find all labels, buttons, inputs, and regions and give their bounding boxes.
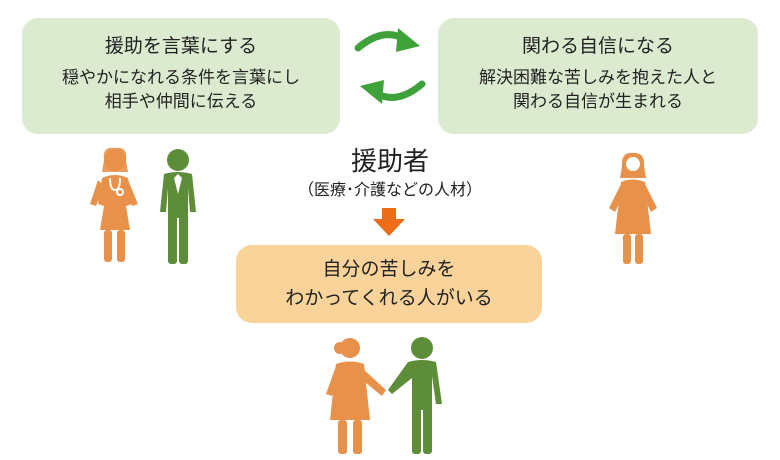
understood-text-line: わかってくれる人がいる [285, 287, 493, 309]
helper-title: 援助者 [350, 147, 429, 177]
understood-box: 自分の苦しみを わかってくれる人がいる [236, 245, 542, 323]
down-arrow-icon [373, 208, 405, 236]
step-text-line: 解決困難な苦しみを抱えた人と [479, 68, 717, 88]
step-title-verbalize: 援助を言葉にする [104, 35, 258, 57]
nurse-figure-icon [90, 147, 138, 262]
handshake-figures-icon [326, 337, 442, 454]
helper-figures-icon [90, 147, 196, 264]
step-box-confidence: 関わる自信になる 解決困難な苦しみを抱えた人と 関わる自信が生まれる [438, 18, 758, 134]
man-figure-icon [388, 337, 442, 454]
patient-figure-icon [609, 152, 657, 264]
understood-text-line: 自分の苦しみを [322, 258, 456, 280]
step-box-verbalize: 援助を言葉にする 穏やかになれる条件を言葉にし 相手や仲間に伝える [22, 18, 340, 134]
woman-figure-icon [326, 338, 386, 454]
step-text-line: 相手や仲間に伝える [104, 92, 258, 112]
step-text-line: 穏やかになれる条件を言葉にし [62, 68, 300, 88]
step-text-line: 関わる自信が生まれる [513, 92, 683, 112]
staff-figure-icon [160, 149, 196, 264]
helper-subtitle: （医療･介護などの人材） [297, 180, 482, 199]
cycle-arrows-icon [354, 28, 426, 104]
step-title-confidence: 関わる自信になる [521, 35, 674, 57]
